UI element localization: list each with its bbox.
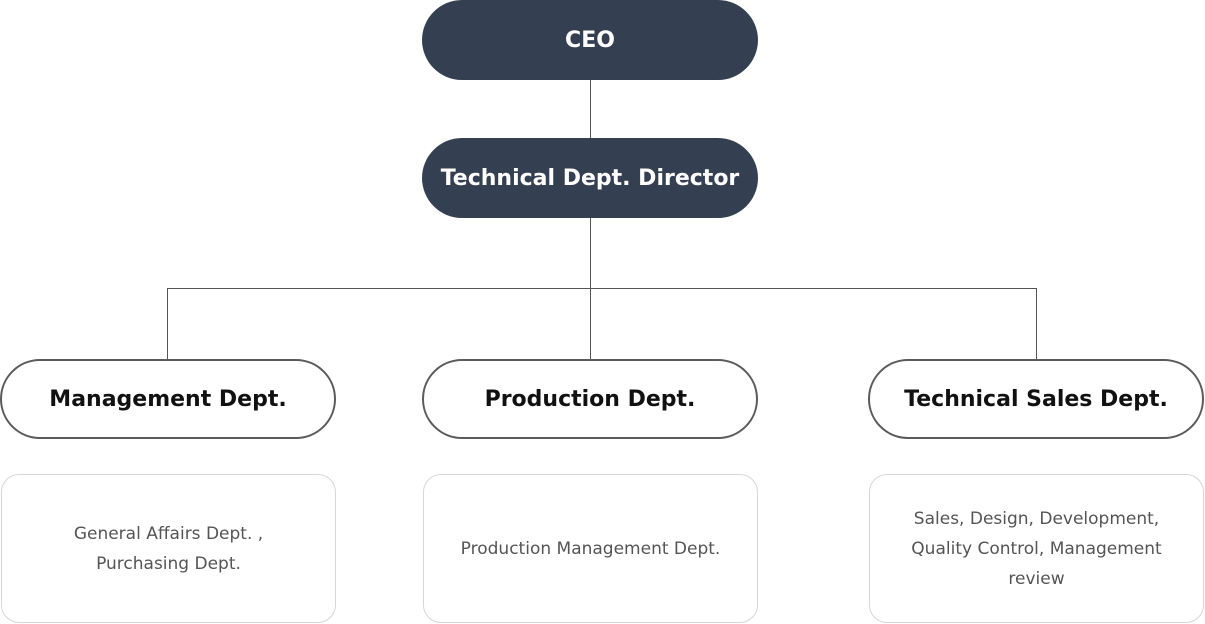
description-line: Production Management Dept.	[460, 538, 721, 559]
director-label: Technical Dept. Director	[440, 165, 740, 191]
ceo-node: CEO	[422, 0, 758, 80]
ceo-label: CEO	[565, 27, 615, 53]
description-line: Sales, Design, Development,	[913, 508, 1160, 529]
technical-sales-dept-label: Technical Sales Dept.	[904, 386, 1168, 412]
technical-sales-dept-description: Sales, Design, Development, Quality Cont…	[869, 474, 1204, 623]
production-dept-node: Production Dept.	[422, 359, 758, 439]
production-dept-label: Production Dept.	[484, 386, 696, 412]
technical-sales-dept-node: Technical Sales Dept.	[868, 359, 1204, 439]
production-dept-description: Production Management Dept.	[423, 474, 758, 623]
description-line: Purchasing Dept.	[96, 553, 241, 574]
director-node: Technical Dept. Director	[422, 138, 758, 218]
description-line: review	[1008, 568, 1065, 589]
management-dept-label: Management Dept.	[49, 386, 287, 412]
management-dept-description: General Affairs Dept. , Purchasing Dept.	[1, 474, 336, 623]
description-line: General Affairs Dept. ,	[73, 523, 264, 544]
management-dept-node: Management Dept.	[0, 359, 336, 439]
description-line: Quality Control, Management	[911, 538, 1162, 559]
